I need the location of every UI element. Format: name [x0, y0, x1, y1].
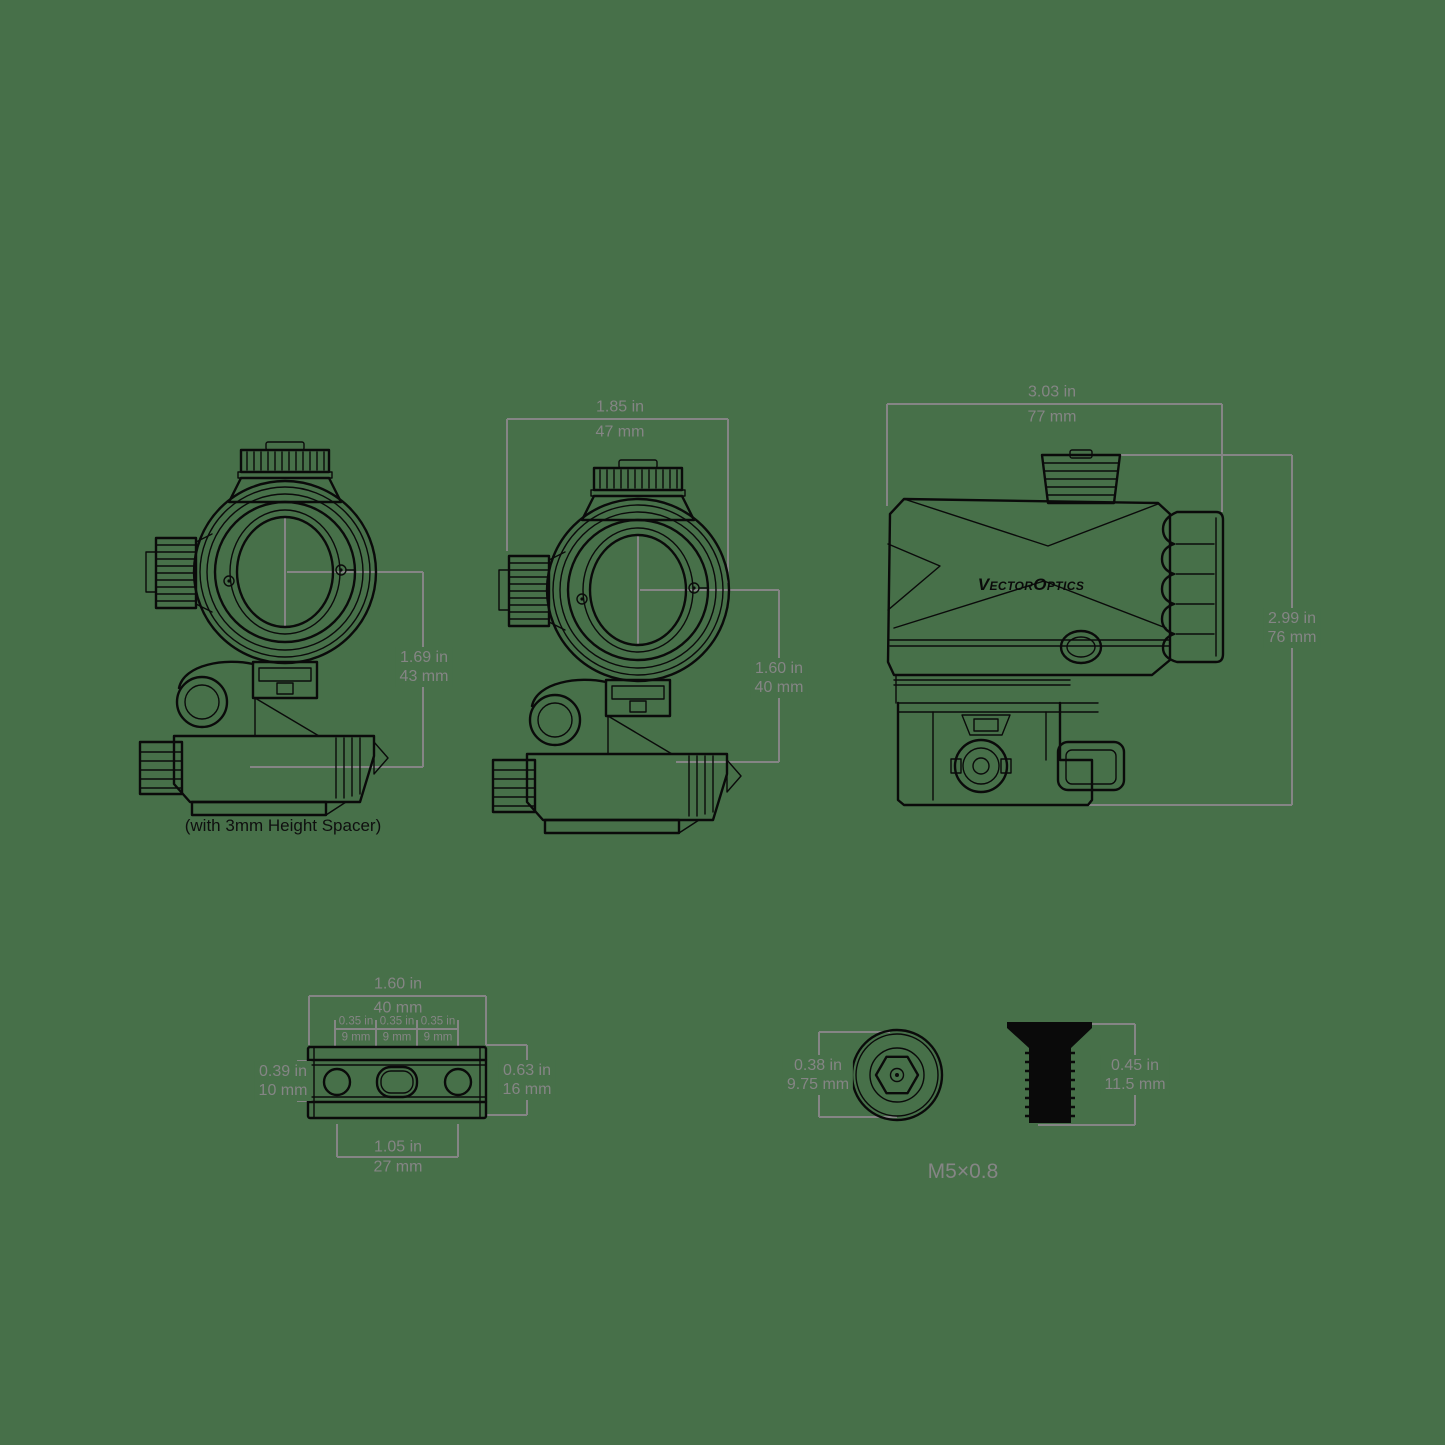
- dim-side-height: 2.99 in 76 mm: [1263, 608, 1321, 648]
- dim-screw-length-mm: 11.5 mm: [1104, 1076, 1166, 1093]
- dim-side-height-in: 2.99 in: [1267, 610, 1317, 627]
- dim-rail-slot-width-mm: 10 mm: [258, 1082, 308, 1099]
- dim-rail-depth: 0.63 in 16 mm: [498, 1060, 556, 1100]
- side-view-drawing: [886, 449, 1225, 807]
- dim-rail-pitch3-in: 0.35 in: [420, 1015, 456, 1028]
- dim-rail-pitch2-in: 0.35 in: [379, 1015, 415, 1028]
- dim-rail-hole-span-mm: 27 mm: [373, 1158, 423, 1176]
- dim-rail-pitch3-mm: 9 mm: [423, 1031, 453, 1044]
- dim-screw-length: 0.45 in 11.5 mm: [1100, 1055, 1170, 1095]
- dim-rail-width-mm: 40 mm: [373, 999, 423, 1017]
- dim-rail-slot-width-in: 0.39 in: [258, 1063, 308, 1080]
- dim-screw-head-diameter-mm: 9.75 mm: [786, 1076, 850, 1093]
- dim-screw-head-diameter: 0.38 in 9.75 mm: [782, 1055, 854, 1095]
- spacer-caption: (with 3mm Height Spacer): [184, 816, 382, 835]
- rail-plate-drawing: [306, 1045, 488, 1120]
- screw-drawing: [850, 1022, 1092, 1123]
- dim-screw-head-diameter-in: 0.38 in: [793, 1057, 843, 1074]
- dim-front-width-mm: 47 mm: [595, 423, 645, 441]
- dim-front-spacer-height: 1.69 in 43 mm: [395, 647, 453, 687]
- dim-rail-pitch2-mm: 9 mm: [382, 1031, 412, 1044]
- dim-side-length-in: 3.03 in: [1027, 383, 1077, 401]
- dim-front-spacer-height-in: 1.69 in: [399, 649, 449, 666]
- dim-rail-slot-width: 0.39 in 10 mm: [254, 1061, 312, 1101]
- dim-front-height: 1.60 in 40 mm: [750, 658, 808, 698]
- dim-rail-width-in: 1.60 in: [373, 975, 423, 993]
- dim-front-width-in: 1.85 in: [595, 398, 645, 416]
- thread-spec-label: M5×0.8: [927, 1160, 999, 1183]
- dim-rail-hole-span-in: 1.05 in: [373, 1138, 423, 1156]
- dim-rail-depth-mm: 16 mm: [502, 1081, 552, 1098]
- dim-rail-depth-in: 0.63 in: [502, 1062, 552, 1079]
- dim-front-height-mm: 40 mm: [754, 679, 804, 696]
- dim-side-height-mm: 76 mm: [1267, 629, 1317, 646]
- dim-front-height-in: 1.60 in: [754, 660, 804, 677]
- dim-rail-pitch1-in: 0.35 in: [338, 1015, 374, 1028]
- front-view-drawing: [491, 458, 743, 835]
- front-view-with-spacer-drawing: [138, 440, 390, 817]
- dim-front-spacer-height-mm: 43 mm: [399, 668, 449, 685]
- dim-rail-pitch1-mm: 9 mm: [341, 1031, 371, 1044]
- dim-side-length-mm: 77 mm: [1027, 408, 1077, 426]
- dim-screw-length-in: 0.45 in: [1110, 1057, 1160, 1074]
- brand-logo-text: VectorOptics: [977, 575, 1085, 594]
